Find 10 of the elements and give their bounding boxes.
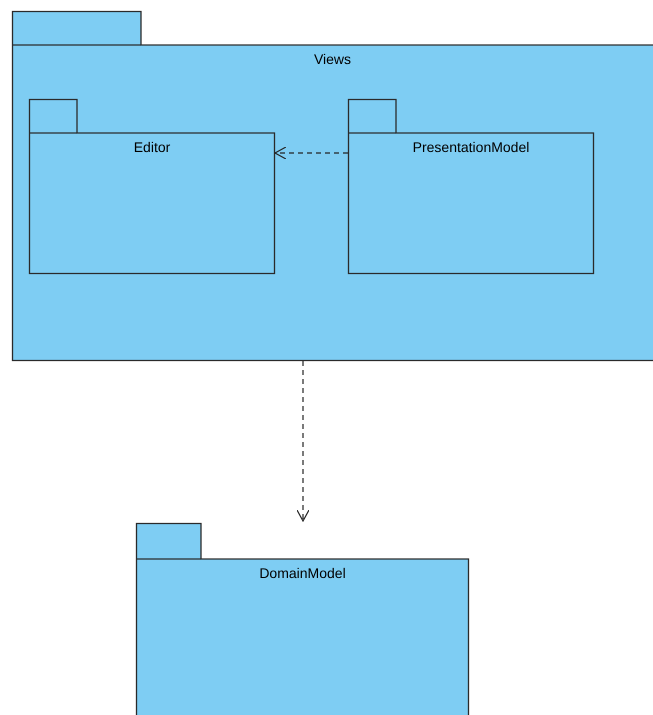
package-name: Editor — [132, 139, 172, 155]
dependency-arrow — [296, 361, 310, 522]
package-name: PresentationModel — [412, 139, 530, 155]
package — [136, 523, 469, 715]
package-name: DomainModel — [258, 565, 347, 581]
dependency-arrow — [274, 146, 348, 160]
package — [12, 11, 653, 361]
package — [348, 99, 594, 274]
package — [29, 99, 275, 274]
package-name: Views — [312, 51, 352, 67]
